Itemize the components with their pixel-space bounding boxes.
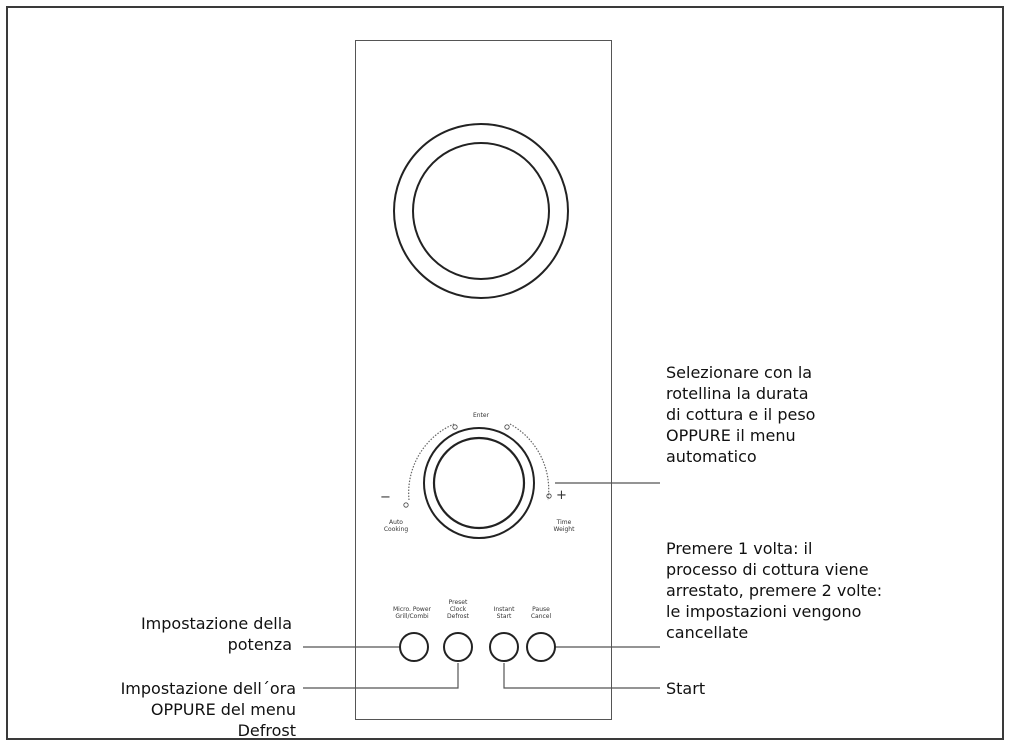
micro-power-label: Micro. Power Grill/Combi	[393, 606, 431, 620]
diagram-frame	[6, 6, 1004, 740]
callout-line-clock	[303, 663, 459, 689]
minus-icon: −	[380, 490, 391, 505]
micro-power-button[interactable]	[399, 632, 429, 662]
dial-indicator-top-right	[504, 424, 510, 430]
auto-cooking-label: Auto Cooking	[383, 519, 409, 533]
pause-cancel-label: Pause Cancel	[530, 606, 552, 620]
selector-dial-inner	[432, 436, 526, 530]
enter-label: Enter	[472, 412, 490, 419]
dial-arc-right	[509, 423, 550, 501]
pause-cancel-button[interactable]	[526, 632, 556, 662]
dial-indicator-right	[546, 493, 552, 499]
plus-icon: +	[556, 488, 567, 503]
annotation-start: Start	[666, 679, 706, 698]
instant-start-button[interactable]	[489, 632, 519, 662]
instant-start-label: Instant Start	[493, 606, 515, 620]
annotation-clock: Impostazione dell´ora OPPURE del menu De…	[120, 679, 296, 740]
annotation-dial: Selezionare con la rotellina la durata d…	[666, 363, 816, 466]
preset-clock-label: Preset Clock Defrost	[447, 599, 469, 620]
callout-line-start	[503, 663, 660, 689]
annotation-pause-cancel: Premere 1 volta: il processo di cottura …	[666, 539, 883, 642]
display-ring-outer	[393, 123, 569, 299]
selector-dial-outer[interactable]	[423, 427, 535, 539]
control-panel	[355, 40, 612, 720]
display-ring-inner	[412, 142, 550, 280]
dial-indicator-top-left	[452, 424, 458, 430]
dial-indicator-left	[403, 502, 409, 508]
time-weight-label: Time Weight	[553, 519, 575, 533]
preset-clock-defrost-button[interactable]	[443, 632, 473, 662]
annotation-power: Impostazione della potenza	[140, 614, 292, 654]
